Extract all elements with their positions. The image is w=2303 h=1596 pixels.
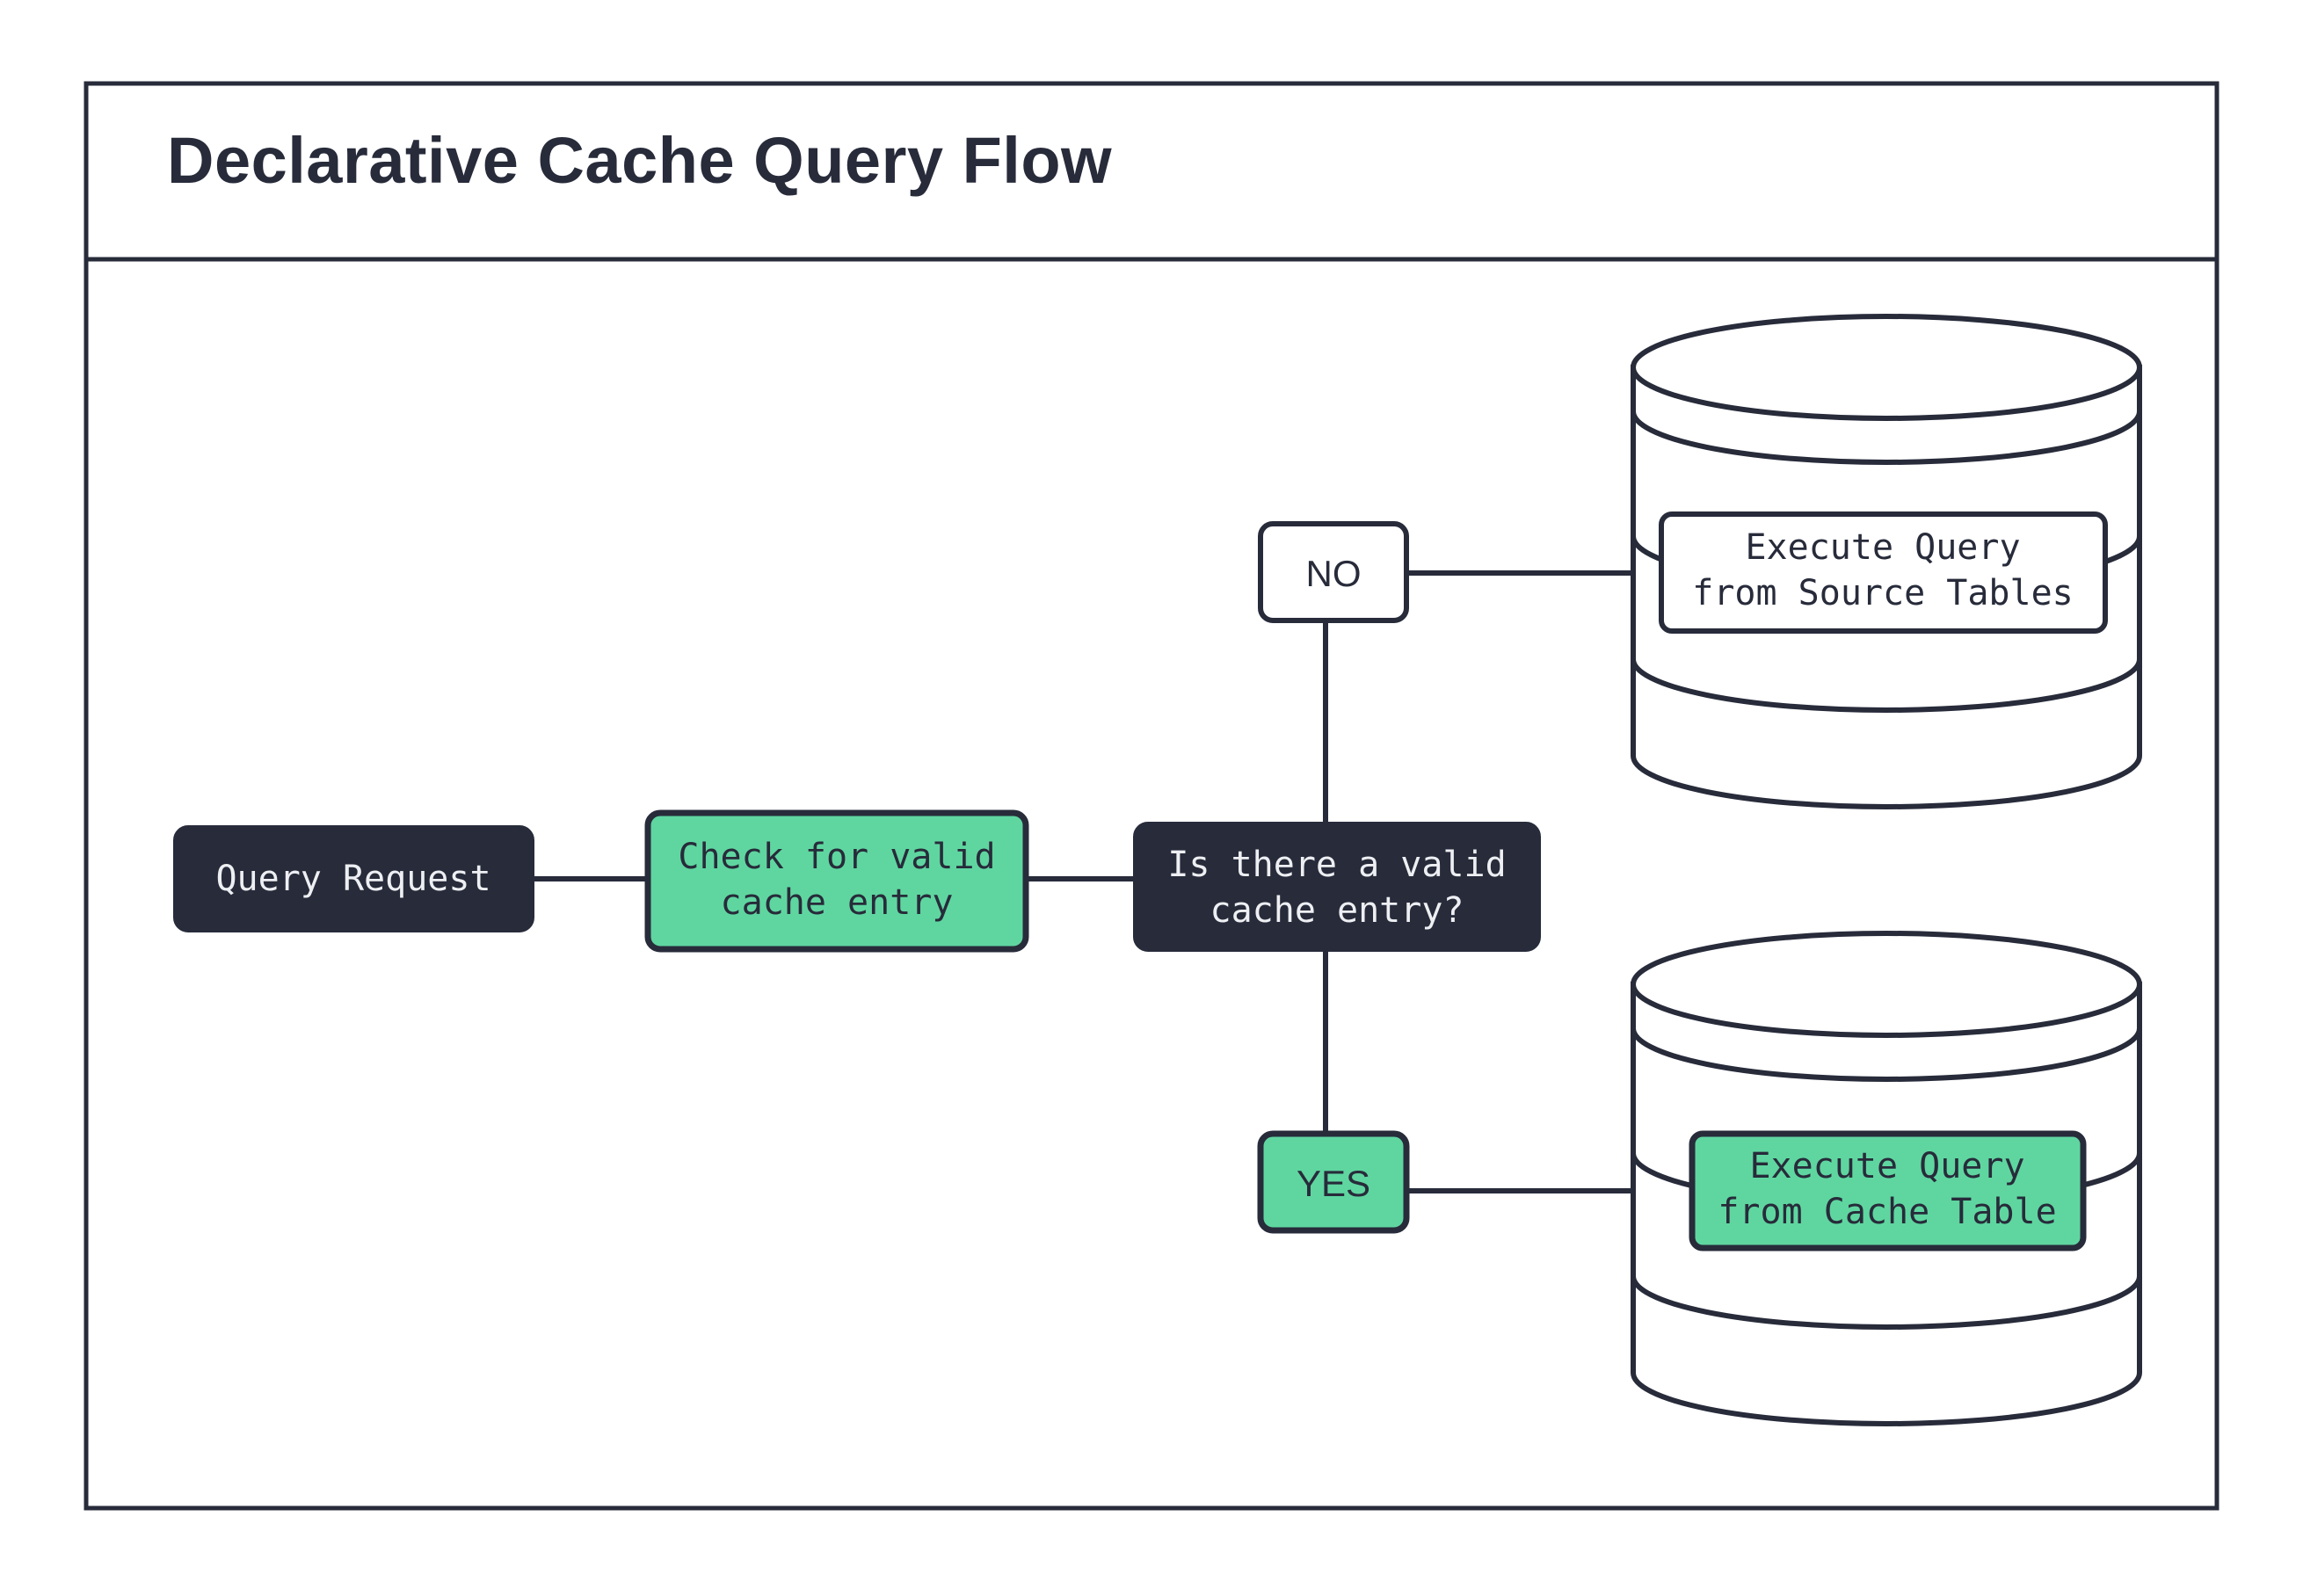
- branch-label-yes-text: YES: [1297, 1163, 1370, 1204]
- node-decision-label-line1: Is there a valid: [1167, 845, 1506, 885]
- node-check-cache-entry-label-line2: cache entry: [721, 882, 954, 923]
- cache-db-label-box: [1689, 1130, 2087, 1251]
- node-decision-label-line2: cache entry?: [1210, 890, 1464, 931]
- node-check-cache-entry[interactable]: [644, 809, 1029, 953]
- branch-label-yes[interactable]: [1257, 1130, 1410, 1234]
- page-title: Declarative Cache Query Flow: [167, 124, 1113, 197]
- branch-label-no[interactable]: [1258, 521, 1409, 623]
- node-query-request[interactable]: [173, 825, 534, 932]
- cache-db-label-line2: from Cache Table: [1718, 1192, 2056, 1232]
- node-check-cache-entry-label-line1: Check for valid: [678, 837, 995, 877]
- node-query-request-label: Query Request: [215, 859, 490, 899]
- diagram-frame: [84, 81, 2219, 1511]
- source-db-label-line2: from Source Tables: [1692, 573, 2073, 613]
- branch-label-no-text: NO: [1306, 553, 1362, 594]
- node-decision-valid-cache-entry[interactable]: [1133, 822, 1541, 952]
- source-db-label-box: [1659, 511, 2108, 634]
- source-db-label-line1: Execute Query: [1745, 527, 2020, 568]
- cache-db-label-line1: Execute Query: [1749, 1146, 2024, 1186]
